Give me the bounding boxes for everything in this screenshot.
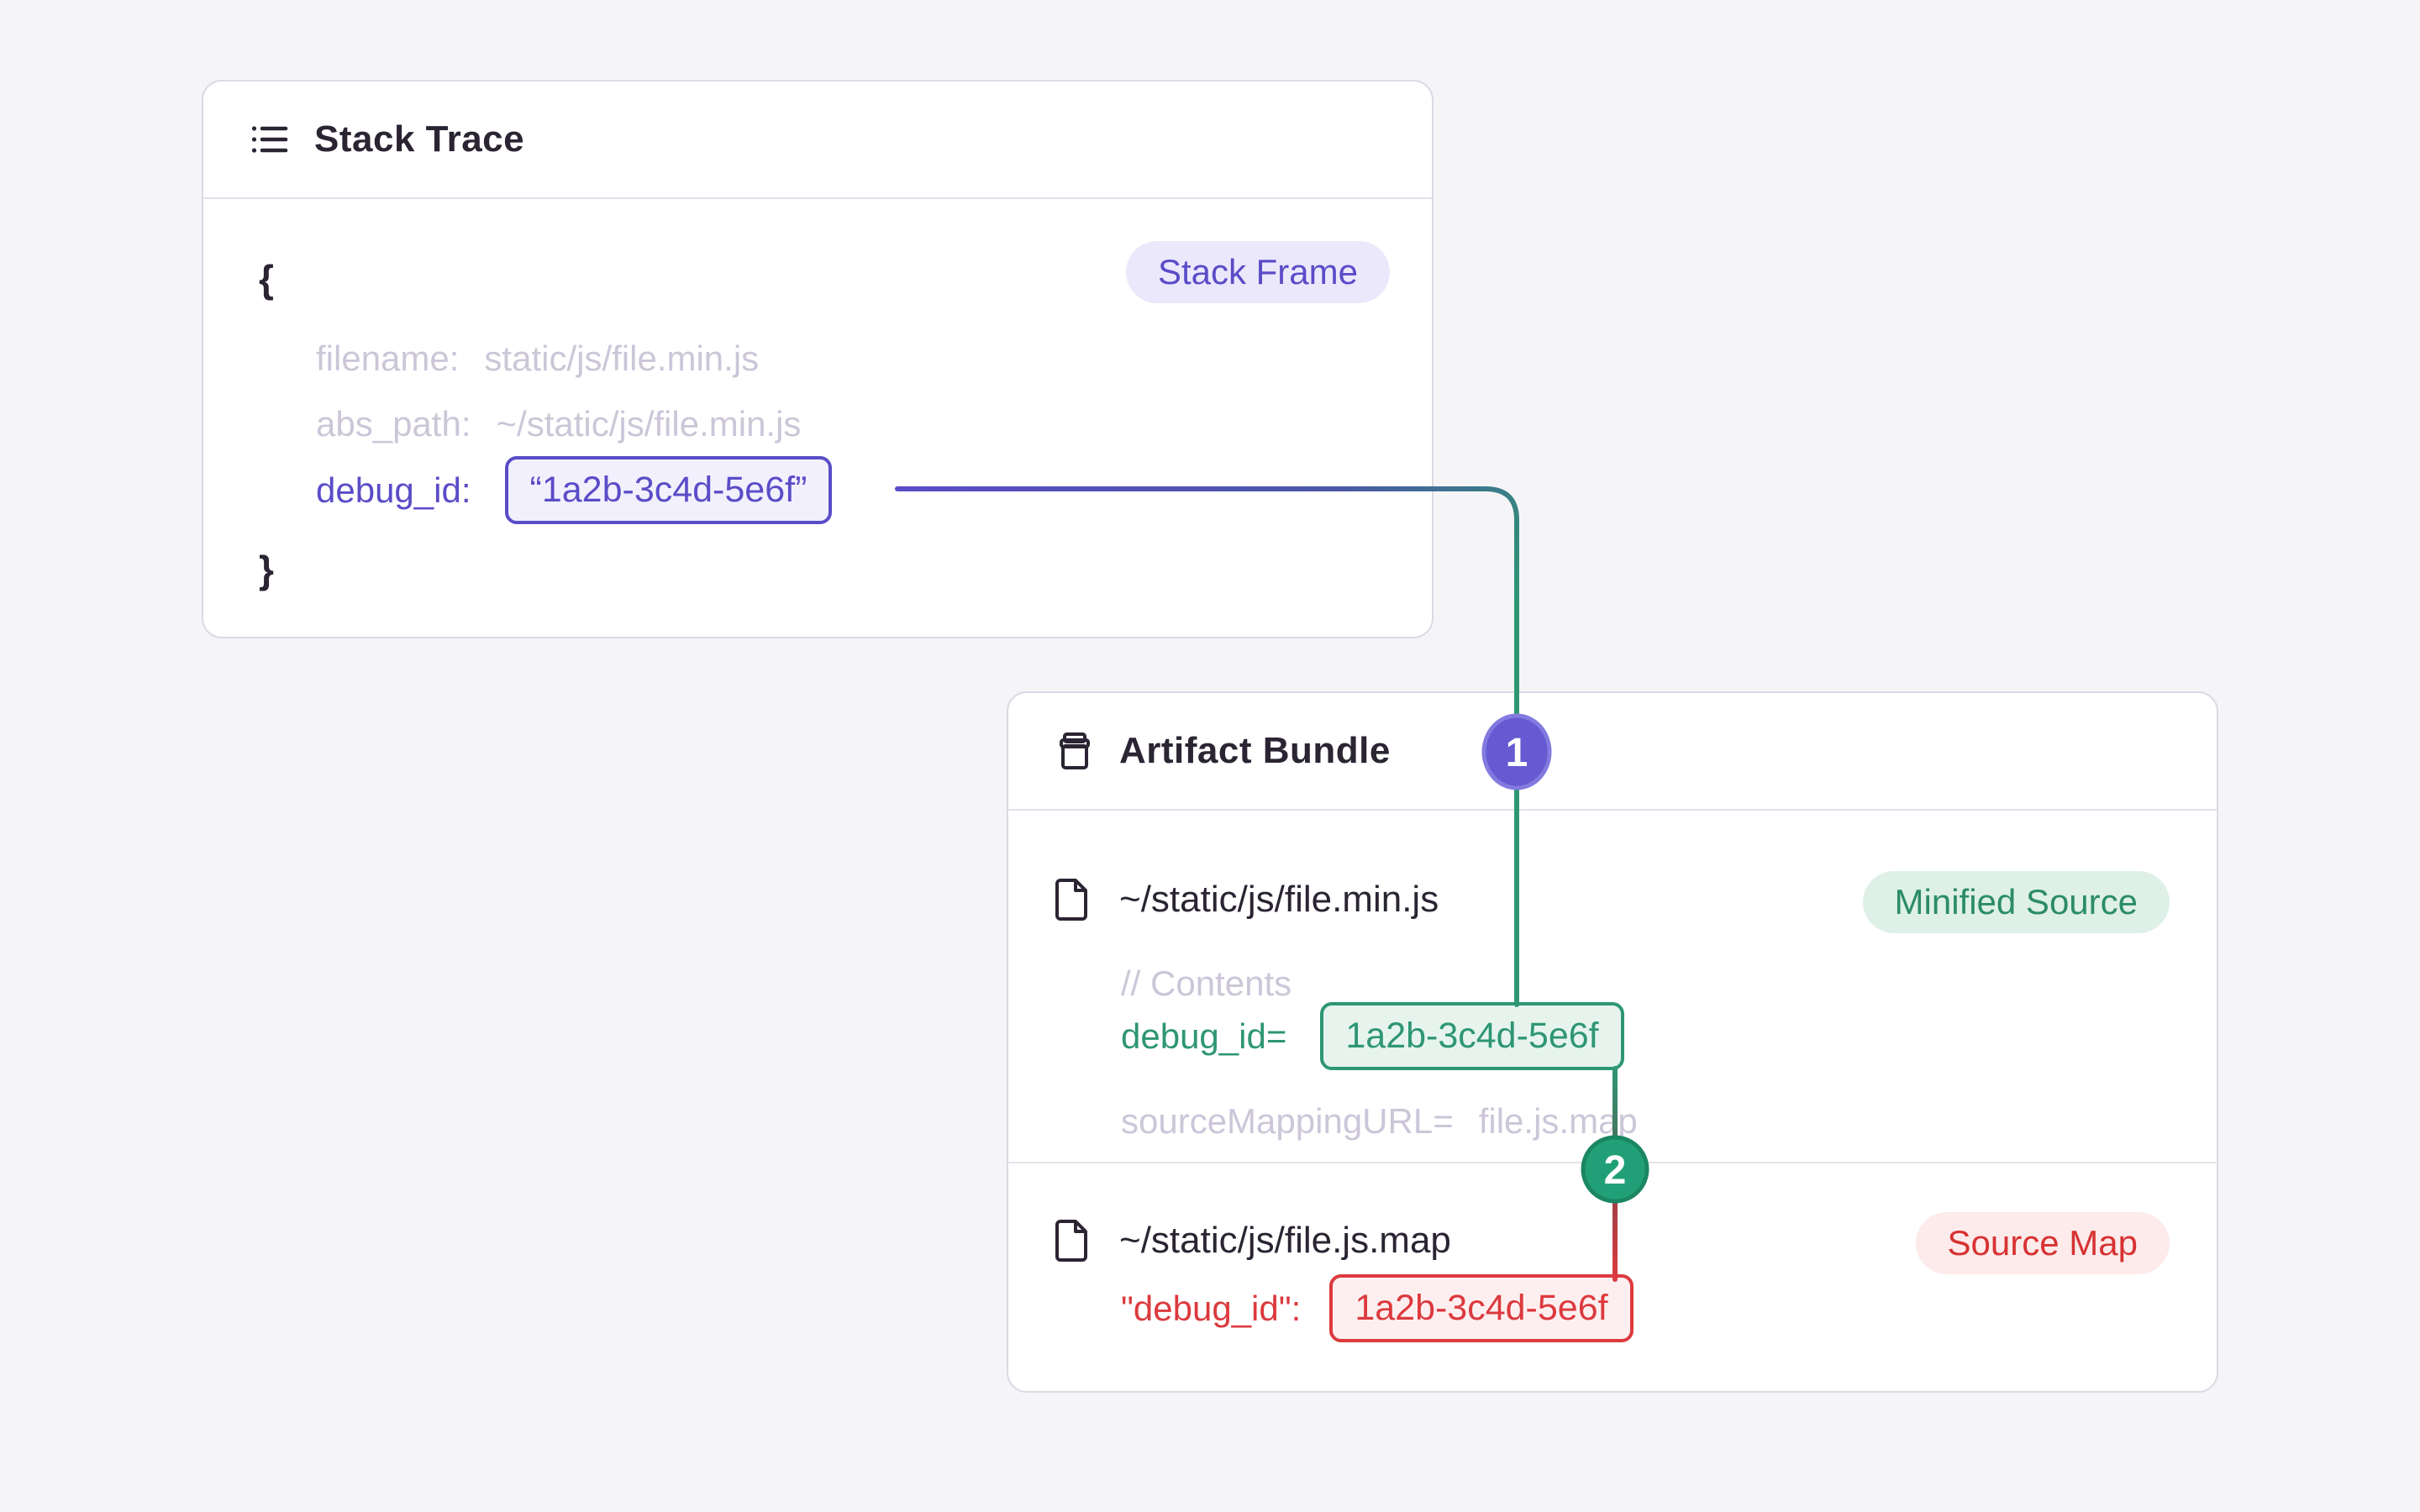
source-mapping-line: sourceMappingURL= file.js.map: [1121, 1101, 1638, 1142]
bundle-debug-id-value-box: 1a2b-3c4d-5e6f: [1320, 1002, 1624, 1070]
minified-file-row: ~/static/js/file.min.js: [1054, 878, 1439, 921]
artifact-bundle-header: Artifact Bundle: [1008, 693, 2217, 811]
bundle-debug-id-label: debug_id=: [1121, 1016, 1287, 1056]
sourcemap-debug-id-line: "debug_id": 1a2b-3c4d-5e6f: [1121, 1274, 1634, 1342]
source-mapping-value: file.js.map: [1478, 1101, 1638, 1141]
archive-box-icon: [1060, 732, 1090, 769]
abs-path-line: abs_path: ~/static/js/file.min.js: [316, 404, 801, 444]
bundle-debug-id-line: debug_id= 1a2b-3c4d-5e6f: [1121, 1002, 1624, 1070]
contents-comment: // Contents: [1121, 963, 1292, 1004]
stack-frame-badge: Stack Frame: [1125, 241, 1390, 303]
debug-id-line: debug_id: “1a2b-3c4d-5e6f”: [316, 456, 833, 524]
filename-label: filename:: [316, 339, 460, 378]
sourcemap-debug-id-label: "debug_id":: [1121, 1288, 1302, 1328]
list-icon: [251, 126, 288, 153]
artifact-bundle-title: Artifact Bundle: [1119, 730, 1391, 771]
artifact-bundle-card: Artifact Bundle ~/static/js/file.min.js …: [1007, 691, 2218, 1393]
debug-id-label: debug_id:: [316, 470, 471, 510]
filename-value: static/js/file.min.js: [484, 339, 760, 378]
debug-id-value-box: “1a2b-3c4d-5e6f”: [504, 456, 833, 524]
file-icon: [1055, 879, 1087, 921]
source-mapping-label: sourceMappingURL=: [1121, 1101, 1454, 1141]
minified-file-path: ~/static/js/file.min.js: [1119, 879, 1439, 920]
source-map-badge: Source Map: [1915, 1212, 2170, 1274]
bundle-row-divider: [1008, 1162, 2217, 1163]
contents-comment-text: // Contents: [1121, 963, 1292, 1003]
close-brace: }: [259, 548, 274, 591]
filename-line: filename: static/js/file.min.js: [316, 339, 759, 379]
file-icon: [1055, 1220, 1087, 1262]
abs-path-value: ~/static/js/file.min.js: [496, 404, 802, 444]
stack-trace-card: Stack Trace { Stack Frame filename: stat…: [202, 80, 1434, 638]
sourcemap-file-row: ~/static/js/file.js.map: [1054, 1219, 1451, 1263]
sourcemap-debug-id-value-box: 1a2b-3c4d-5e6f: [1329, 1274, 1634, 1342]
minified-source-badge: Minified Source: [1862, 871, 2170, 933]
stack-trace-header: Stack Trace: [203, 81, 1432, 199]
stack-trace-title: Stack Trace: [314, 118, 525, 160]
open-brace: {: [259, 257, 274, 301]
sourcemap-file-path: ~/static/js/file.js.map: [1119, 1220, 1451, 1261]
abs-path-label: abs_path:: [316, 404, 471, 444]
